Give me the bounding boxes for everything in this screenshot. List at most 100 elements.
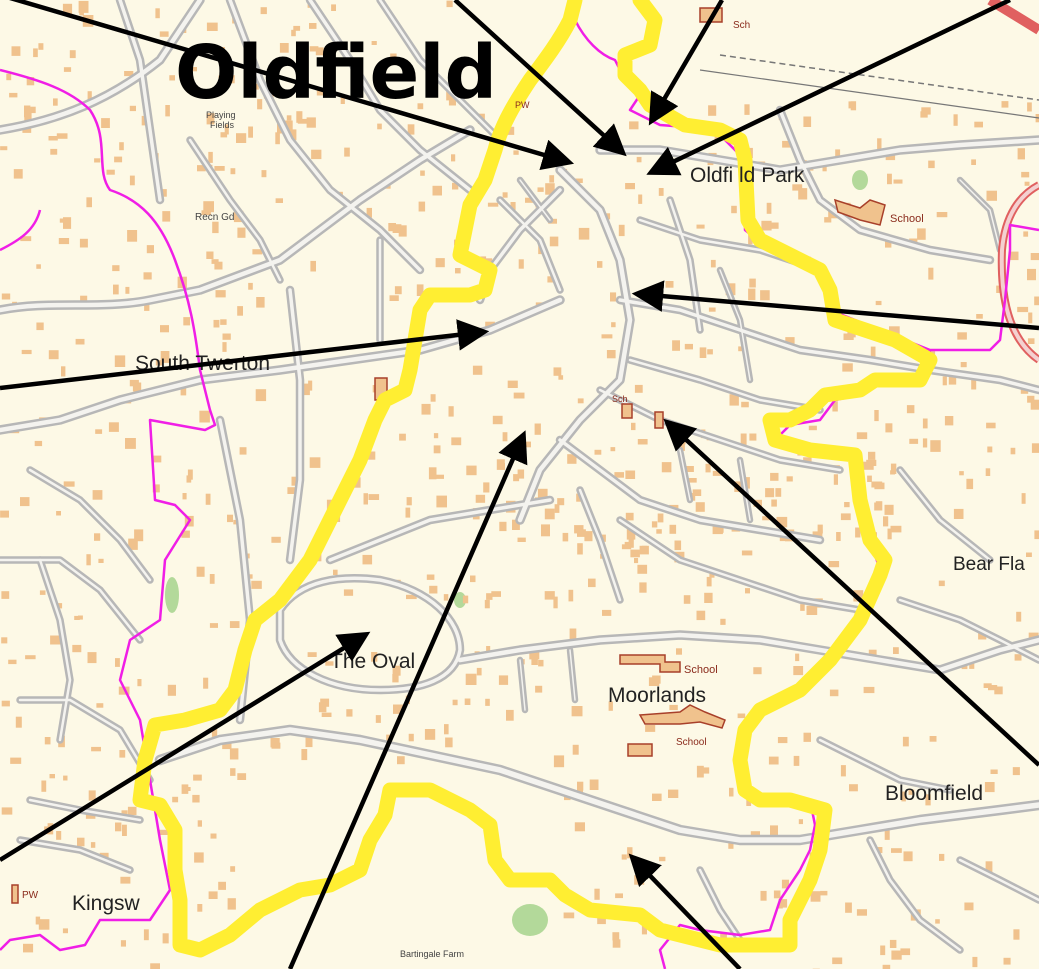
building-block-551 [972, 956, 978, 968]
building-block-358 [159, 829, 169, 835]
building-block-736 [818, 529, 823, 534]
building-block-26 [58, 238, 70, 245]
building-block-633 [577, 781, 584, 791]
building-block-370 [115, 822, 122, 832]
building-block-149 [525, 197, 535, 203]
building-block-429 [192, 794, 200, 803]
label-bear-flat[interactable]: Bear Fla [953, 554, 1025, 575]
building-block-399 [197, 904, 203, 912]
building-block-277 [557, 498, 565, 506]
label-the-oval[interactable]: The Oval [330, 650, 415, 673]
building-block-621 [659, 856, 666, 862]
building-block-152 [887, 173, 892, 185]
building-block-453 [172, 796, 179, 803]
building-block-273 [507, 380, 518, 388]
building-block-330 [782, 140, 791, 148]
building-block-175 [824, 217, 832, 223]
building-block-731 [628, 538, 634, 548]
building-block-511 [435, 474, 444, 479]
building-block-699 [884, 504, 894, 515]
building-block-338 [948, 374, 957, 385]
building-block-297 [944, 416, 954, 426]
building-block-635 [634, 875, 645, 885]
label-bloomfield[interactable]: Bloomfield [885, 782, 983, 805]
building-block-252 [868, 451, 876, 460]
building-block-54 [143, 272, 152, 280]
building-block-661 [445, 737, 453, 748]
building-block-476 [406, 497, 412, 506]
label-kingsw[interactable]: Kingsw [72, 892, 141, 915]
building-block-410 [132, 382, 142, 392]
building-block-45 [256, 297, 265, 308]
building-block-210 [577, 543, 583, 555]
building-block-374 [87, 652, 97, 664]
building-block-251 [1009, 251, 1019, 261]
building-block-493 [308, 380, 313, 391]
building-block-617 [988, 685, 998, 691]
building-block-364 [114, 355, 126, 367]
building-block-257 [848, 101, 856, 109]
building-block-230 [625, 470, 636, 479]
building-block-234 [761, 220, 772, 231]
label-oldfield-park[interactable]: Oldfi ld Park [690, 164, 805, 187]
building-block-290 [573, 178, 583, 183]
building-block-360 [197, 820, 202, 827]
building-block-447 [210, 833, 217, 839]
building-block-411 [94, 533, 101, 541]
building-block-485 [287, 487, 296, 494]
building-block-717 [625, 512, 634, 521]
building-block-81 [275, 198, 283, 203]
building-block-182 [629, 121, 639, 130]
building-block-218 [610, 447, 616, 452]
building-block-366 [8, 659, 17, 665]
building-block-253 [513, 150, 519, 155]
building-block-729 [712, 523, 723, 535]
building-block-33 [371, 41, 377, 45]
building-block-120 [13, 169, 23, 179]
road-8 [28, 468, 152, 582]
building-block-570 [795, 653, 800, 662]
building-block-34 [293, 25, 301, 31]
building-block-38 [36, 264, 41, 269]
building-block-7 [56, 133, 68, 139]
building-block-318 [1027, 395, 1035, 403]
building-block-69 [129, 175, 135, 186]
building-block-96 [418, 201, 426, 212]
building-block-428 [35, 916, 41, 925]
building-block-335 [502, 432, 508, 442]
building-block-80 [114, 156, 123, 163]
building-block-478 [300, 383, 310, 396]
building-block-24 [275, 132, 280, 145]
building-block-527 [462, 595, 469, 604]
building-block-296 [875, 300, 882, 306]
building-block-520 [499, 521, 507, 532]
building-block-9 [80, 295, 88, 302]
building-block-315 [672, 340, 680, 351]
map-labels: Oldfield Oldfi ld Park South Twerton The… [22, 20, 1025, 959]
building-block-664 [211, 728, 218, 737]
road-32 [898, 598, 1039, 662]
road-3 [118, 0, 162, 202]
building-block-545 [806, 605, 818, 615]
building-block-255 [906, 405, 915, 414]
building-block-82 [0, 146, 8, 151]
building-block-525 [333, 569, 338, 575]
building-block-576 [594, 888, 600, 900]
building-block-12 [112, 265, 120, 272]
building-block-727 [771, 499, 777, 507]
building-block-229 [638, 194, 643, 204]
road-33 [818, 738, 952, 792]
building-block-510 [484, 599, 490, 609]
label-moorlands[interactable]: Moorlands [608, 684, 706, 707]
building-block-298 [674, 540, 682, 551]
arrow-7 [287, 430, 528, 969]
building-block-110 [162, 189, 167, 197]
building-block-68 [432, 185, 442, 196]
building-block-703 [874, 502, 879, 511]
building-block-674 [393, 704, 404, 714]
building-block-2 [208, 151, 213, 163]
building-block-477 [255, 389, 267, 402]
